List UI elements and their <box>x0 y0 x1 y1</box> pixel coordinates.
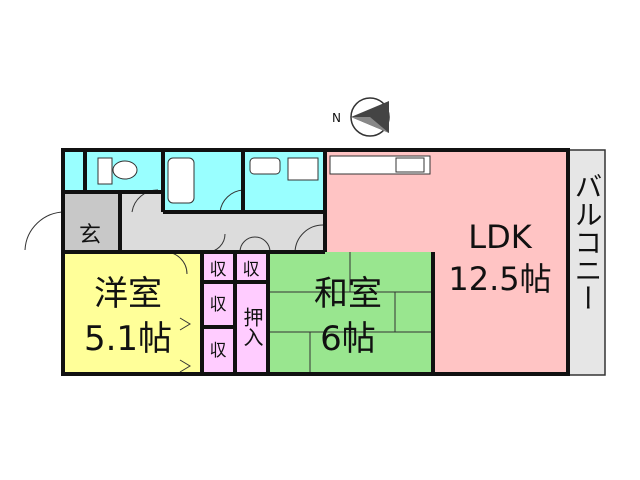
storage-label-2: 収 <box>243 260 260 280</box>
toilet-bowl <box>112 160 138 180</box>
western-room-area <box>65 252 202 372</box>
entrance-label: 玄 <box>79 223 101 248</box>
compass: N <box>332 97 390 137</box>
storage-bottom <box>202 327 235 372</box>
ldk-name: LDK <box>468 218 532 256</box>
walls <box>61 148 570 376</box>
closet-area <box>235 282 268 372</box>
bathtub <box>167 157 195 204</box>
kitchen-sink <box>395 157 425 173</box>
storage-label-4: 収 <box>210 341 227 361</box>
storage-top-left <box>202 252 235 282</box>
balcony-label: バルコニー <box>571 172 604 312</box>
storage-label-3: 収 <box>210 295 227 315</box>
tatami-lines <box>268 252 433 372</box>
western-room-name: 洋室 <box>94 274 162 314</box>
storage-top-right <box>235 252 268 282</box>
wash-basin <box>249 157 281 175</box>
closet-label: 押入 <box>240 307 264 347</box>
toilet-fixture <box>97 157 113 185</box>
storage-mid <box>202 282 235 327</box>
japanese-room-name: 和室 <box>314 274 382 314</box>
washing-machine <box>287 157 319 181</box>
ldk-size: 12.5帖 <box>448 260 551 298</box>
entrance-area <box>65 193 120 250</box>
storage-label-1: 収 <box>210 260 227 280</box>
western-room-size: 5.1帖 <box>84 319 172 359</box>
japanese-room-size: 6帖 <box>320 319 376 359</box>
fixtures <box>97 155 431 204</box>
compass-north-label: N <box>332 111 341 125</box>
